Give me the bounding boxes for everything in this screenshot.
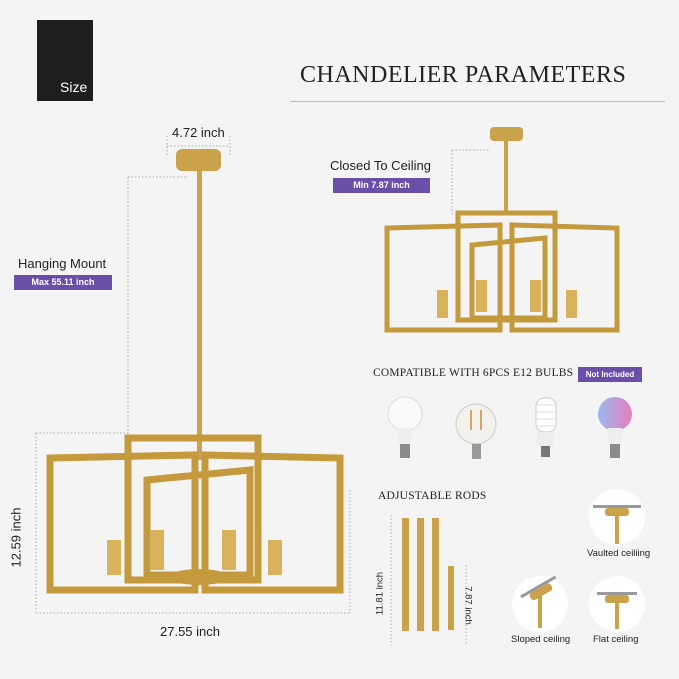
dimension-lines (35, 136, 490, 645)
hanging-mount-tag: Max 55.11 inch (14, 275, 112, 290)
title-divider (290, 101, 665, 102)
closed-to-ceiling-tag: Min 7.87 inch (333, 178, 430, 193)
led-bulb-icon (387, 396, 423, 458)
height-label: 12.59 inch (8, 507, 24, 568)
size-badge-label: Size (60, 79, 88, 95)
hanging-chandelier-image (46, 149, 344, 594)
sloped-ceiling-label: Sloped ceiling (511, 634, 571, 645)
size-badge: Size (37, 20, 93, 101)
page-title: CHANDELIER PARAMETERS (300, 62, 627, 88)
flat-ceiling-label: Flat ceiling (593, 634, 639, 645)
hanging-mount-label: Hanging Mount (18, 256, 107, 271)
filament-globe-bulb-icon (455, 403, 497, 459)
ceiling-type-images (512, 489, 645, 632)
short-rod-length: 7.87 inch (462, 586, 474, 625)
flush-chandelier-image (384, 127, 620, 333)
vaulted-ceiling-label: Vaulted ceiliing (587, 548, 651, 559)
closed-to-ceiling-label: Closed To Ceiling (330, 158, 431, 173)
rods-heading: ADJUSTABLE RODS (378, 490, 487, 502)
bulb-images (387, 396, 632, 459)
spiral-cfl-bulb-icon (535, 397, 557, 457)
not-included-tag: Not Included (578, 367, 642, 382)
long-rod-length: 11.81 inch (374, 571, 386, 616)
width-label: 27.55 inch (160, 624, 220, 639)
rods-image (402, 518, 454, 631)
rgb-smart-bulb-icon (598, 397, 632, 458)
bulbs-heading: COMPATIBLE WITH 6PCS E12 BULBS (373, 367, 574, 379)
canopy-width-label: 4.72 inch (172, 125, 225, 140)
